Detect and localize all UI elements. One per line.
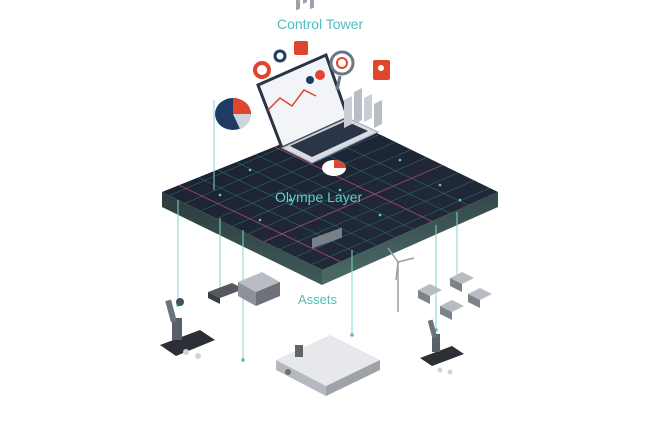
- magnifier-icon: [329, 50, 355, 91]
- assets-label: Assets: [298, 292, 338, 307]
- donut-chart-icon: [253, 41, 308, 79]
- alert-badge-icon: [373, 60, 390, 80]
- connector-lines: [177, 100, 458, 360]
- platform-top: [162, 118, 498, 270]
- platform-right-side: [322, 192, 498, 285]
- pie-chart-icon: [215, 98, 252, 130]
- houses-icon: [418, 272, 492, 320]
- factory-icon: [276, 227, 380, 396]
- laptop-dashboard-icon: [256, 0, 380, 164]
- control-tower-label: Control Tower: [277, 16, 364, 32]
- platform-left-side: [162, 192, 322, 285]
- robot-arm-icon: [160, 298, 215, 359]
- olympe-layer-label: Olympe Layer: [275, 189, 363, 205]
- platform-pie-icon: [322, 160, 346, 176]
- wind-turbine-icon: [387, 247, 415, 312]
- truck-icon: [208, 283, 244, 304]
- warehouse-icon: [238, 272, 280, 306]
- bar-chart-icon: [344, 88, 382, 128]
- robot-arm-icon-right: [420, 319, 464, 375]
